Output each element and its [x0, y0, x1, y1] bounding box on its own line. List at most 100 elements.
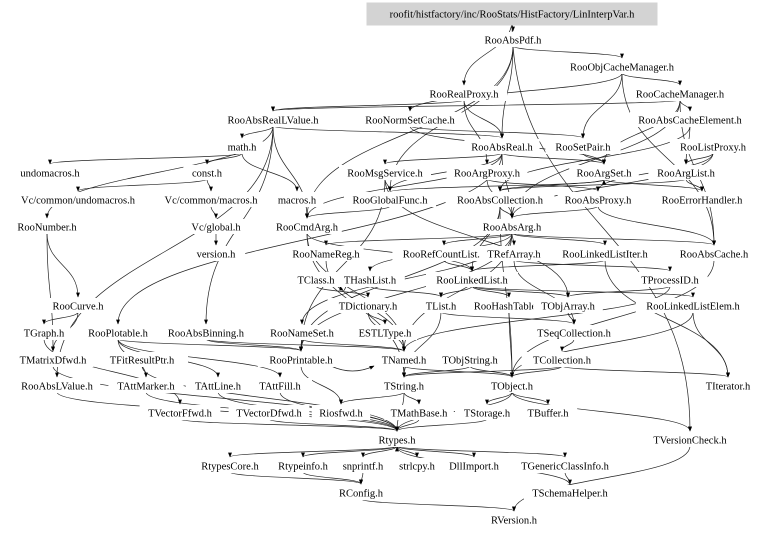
node-RVersion[interactable]: RVersion.h — [482, 512, 546, 527]
node-background — [521, 352, 603, 367]
node-VcMacros[interactable]: Vc/common/macros.h — [156, 192, 266, 207]
node-label: RooMsgService.h — [347, 169, 423, 180]
node-RooArgList[interactable]: RooArgList.h — [648, 165, 724, 180]
node-TGenericClassInfo[interactable]: TGenericClassInfo.h — [507, 458, 623, 473]
node-TObjArray[interactable]: TObjArray.h — [533, 298, 603, 313]
node-Riosfwd[interactable]: Riosfwd.h — [311, 405, 371, 420]
node-TDictionary[interactable]: TDictionary.h — [327, 298, 409, 313]
edge-RooAbsArg-to-RooRefCountList — [442, 232, 513, 246]
node-DllImport[interactable]: DllImport.h — [439, 458, 509, 473]
node-RooCmdArg[interactable]: RooCmdArg.h — [272, 219, 342, 234]
node-RooAbsCacheElement[interactable]: RooAbsCacheElement.h — [630, 112, 750, 127]
edge-RooAbsRealLValue-to-math — [240, 125, 274, 139]
node-RooRefCountList[interactable]: RooRefCountList.h — [392, 246, 496, 261]
node-RooAbsCollection[interactable]: RooAbsCollection.h — [445, 192, 555, 207]
node-TRefArray[interactable]: TRefArray.h — [479, 246, 549, 261]
node-RooAbsPdf[interactable]: RooAbsPdf.h — [478, 32, 548, 47]
node-RooLinkedListIter[interactable]: RooLinkedListIter.h — [547, 246, 663, 261]
node-RooArgSet[interactable]: RooArgSet.h — [569, 165, 639, 180]
node-RooObjCacheManager[interactable]: RooObjCacheManager.h — [562, 59, 682, 74]
node-RooArgProxy[interactable]: RooArgProxy.h — [446, 165, 528, 180]
node-RooAbsReal[interactable]: RooAbsReal.h — [464, 139, 540, 154]
node-math[interactable]: math.h — [221, 139, 263, 154]
node-VcGlobal[interactable]: Vc/global.h — [181, 219, 251, 234]
node-TGraph[interactable]: TGraph.h — [17, 325, 71, 340]
node-RooNormSetCache[interactable]: RooNormSetCache.h — [358, 112, 462, 127]
node-RooCurve[interactable]: RooCurve.h — [46, 298, 110, 313]
node-label: RooAbsPdf.h — [485, 36, 543, 47]
node-TVectorDfwd[interactable]: TVectorDfwd.h — [228, 405, 310, 420]
node-RooNameReg[interactable]: RooNameReg.h — [288, 246, 364, 261]
node-RooPrintable[interactable]: RooPrintable.h — [257, 352, 345, 367]
node-RooSetPair[interactable]: RooSetPair.h — [545, 139, 621, 154]
node-ESTLType[interactable]: ESTLType.h — [353, 325, 417, 340]
node-TIterator[interactable]: TIterator.h — [693, 378, 763, 393]
node-RooAbsCache[interactable]: RooAbsCache.h — [673, 246, 755, 261]
node-TObjString[interactable]: TObjString.h — [432, 352, 508, 367]
node-RooGlobalFunc[interactable]: RooGlobalFunc.h — [344, 192, 436, 207]
node-TList[interactable]: TList.h — [417, 298, 465, 313]
node-THashList[interactable]: THashList.h — [335, 272, 405, 287]
node-RooMsgService[interactable]: RooMsgService.h — [339, 165, 431, 180]
node-RooNumber[interactable]: RooNumber.h — [12, 219, 82, 234]
root-file-node[interactable]: roofit/histfactory/inc/RooStats/HistFact… — [366, 2, 658, 26]
node-TFitResultPtr[interactable]: TFitResultPtr.h — [96, 352, 188, 367]
node-TCollection[interactable]: TCollection.h — [521, 352, 603, 367]
node-strlcpy[interactable]: strlcpy.h — [387, 458, 447, 473]
node-TMatrixDfwd[interactable]: TMatrixDfwd.h — [12, 352, 94, 367]
edge-RooAbsProxy-to-RooAbsArg — [510, 205, 599, 219]
node-TAttMarker[interactable]: TAttMarker.h — [108, 378, 184, 393]
node-const[interactable]: const.h — [183, 165, 231, 180]
node-TAttLine[interactable]: TAttLine.h — [186, 378, 250, 393]
node-background — [264, 325, 340, 340]
node-macros[interactable]: macros.h — [270, 192, 324, 207]
node-label: RooObjCacheManager.h — [570, 63, 675, 74]
node-label: RooPrintable.h — [269, 356, 333, 367]
node-version[interactable]: version.h — [186, 246, 246, 261]
node-RooLinkedListElem[interactable]: RooLinkedListElem.h — [635, 298, 751, 313]
node-RooAbsArg[interactable]: RooAbsArg.h — [477, 219, 547, 234]
node-RtypesCore[interactable]: RtypesCore.h — [192, 458, 268, 473]
node-TVectorFfwd[interactable]: TVectorFfwd.h — [139, 405, 221, 420]
edge-math-to-macros — [241, 152, 299, 192]
node-TSchemaHelper[interactable]: TSchemaHelper.h — [524, 485, 616, 500]
node-TNamed[interactable]: TNamed.h — [377, 352, 431, 367]
node-TStorage[interactable]: TStorage.h — [455, 405, 519, 420]
node-Rtypeinfo[interactable]: Rtypeinfo.h — [268, 458, 338, 473]
node-RooHashTable[interactable]: RooHashTable.h — [465, 298, 553, 313]
node-RooNameSet[interactable]: RooNameSet.h — [264, 325, 340, 340]
node-RooErrorHandler[interactable]: RooErrorHandler.h — [650, 192, 754, 207]
node-RooLinkedList[interactable]: RooLinkedList.h — [426, 272, 518, 287]
edge-RooNameSet-to-RooPrintable — [299, 338, 303, 352]
node-Rtypes[interactable]: Rtypes.h — [370, 432, 424, 447]
node-label: RooArgProxy.h — [454, 169, 521, 180]
node-undomacros[interactable]: undomacros.h — [12, 165, 88, 180]
node-RooAbsProxy[interactable]: RooAbsProxy.h — [557, 192, 639, 207]
node-snprintf[interactable]: snprintf.h — [331, 458, 395, 473]
node-TMathBase[interactable]: TMathBase.h — [384, 405, 454, 420]
node-RConfig[interactable]: RConfig.h — [331, 485, 391, 500]
node-RooAbsLValue[interactable]: RooAbsLValue.h — [13, 378, 101, 393]
node-TString[interactable]: TString.h — [374, 378, 434, 393]
node-background — [156, 192, 266, 207]
node-RooAbsRealLValue[interactable]: RooAbsRealLValue.h — [218, 112, 328, 127]
node-label: TMathBase.h — [391, 409, 449, 420]
node-background — [377, 352, 431, 367]
node-TProcessID[interactable]: TProcessID.h — [632, 272, 708, 287]
node-label: RVersion.h — [491, 516, 538, 527]
node-TAttFill[interactable]: TAttFill.h — [248, 378, 312, 393]
node-RooRealProxy[interactable]: RooRealProxy.h — [420, 86, 508, 101]
node-TBuffer[interactable]: TBuffer.h — [518, 405, 578, 420]
node-TVersionCheck[interactable]: TVersionCheck.h — [644, 432, 736, 447]
node-RooCacheManager[interactable]: RooCacheManager.h — [628, 86, 732, 101]
node-background — [327, 298, 409, 313]
node-TClass[interactable]: TClass.h — [289, 272, 343, 287]
node-TObject[interactable]: TObject.h — [482, 378, 542, 393]
node-VcUndomacros[interactable]: Vc/common/undomacros.h — [12, 192, 144, 207]
node-background — [12, 165, 88, 180]
node-RooAbsBinning[interactable]: RooAbsBinning.h — [160, 325, 252, 340]
node-RooPlotable[interactable]: RooPlotable.h — [77, 325, 159, 340]
node-TSeqCollection[interactable]: TSeqCollection.h — [525, 325, 623, 340]
edge-TDictionary-to-ESTLType — [367, 311, 387, 325]
node-RooListProxy[interactable]: RooListProxy.h — [669, 139, 757, 154]
